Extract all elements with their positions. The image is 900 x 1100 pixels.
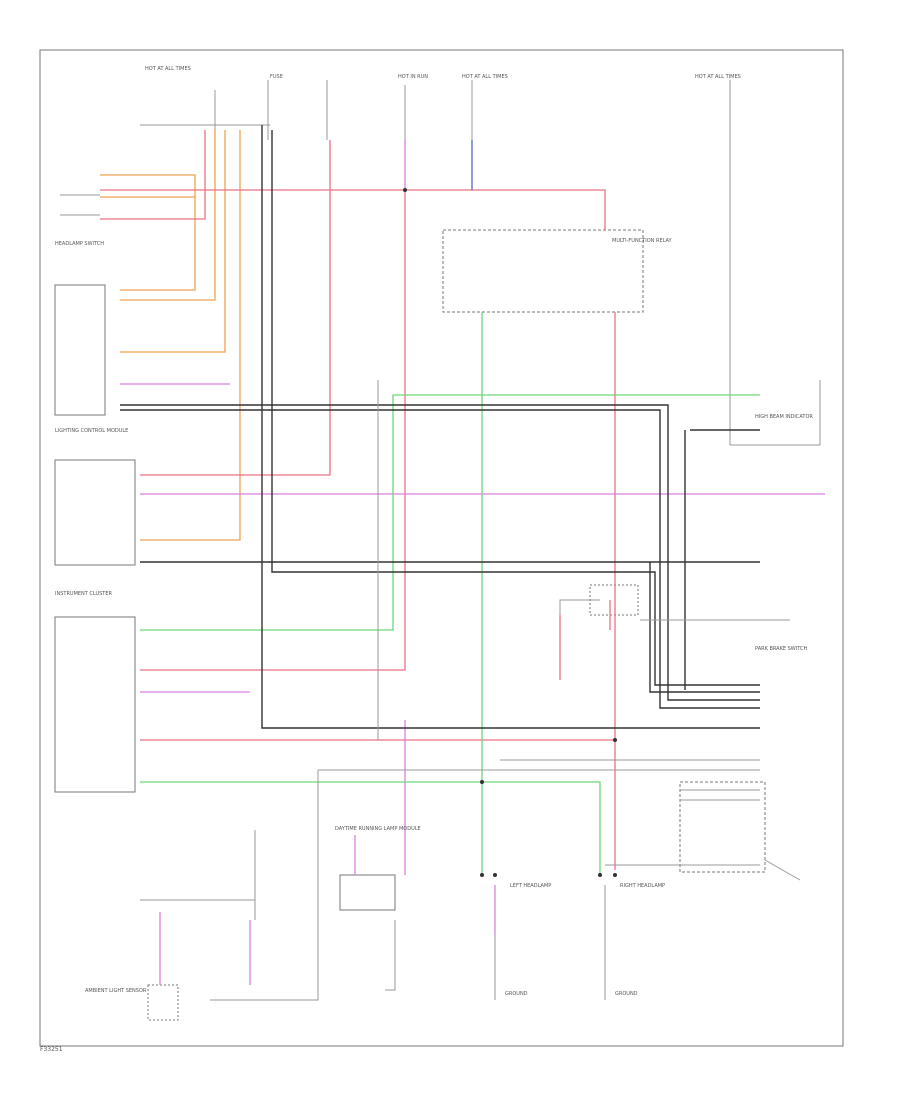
label-fuse-col1: FUSE [270,74,283,80]
headlamp-switch-box [54,284,106,416]
ambient-sensor-box [147,984,179,1021]
label-ambient-light-sensor: AMBIENT LIGHT SENSOR [85,988,147,994]
black-wires [120,125,760,729]
diagram-border [39,49,844,1047]
right-side-box [679,781,766,873]
component-boxes [54,229,766,1021]
label-hot-at-all-times-3: HOT AT ALL TIMES [695,74,741,80]
instrument-cluster-box [54,616,136,793]
label-hot-at-all-times-1: HOT AT ALL TIMES [145,66,191,72]
label-ground-right: GROUND [615,991,638,997]
label-lighting-control-module: LIGHTING CONTROL MODULE [55,428,128,434]
connector-dots [403,188,617,877]
green-wires [140,312,760,875]
multi-function-relay-box [442,229,644,313]
orange-wires [100,130,241,541]
label-high-beam-indicator: HIGH BEAM INDICATOR [755,414,813,420]
pink-wires [100,130,616,870]
label-drl-module: DAYTIME RUNNING LAMP MODULE [335,826,421,832]
figure-number: F33251 [40,1046,63,1053]
label-left-headlamp: LEFT HEADLAMP [510,883,551,889]
label-ground-left: GROUND [505,991,528,997]
label-multi-function-relay: MULTI-FUNCTION RELAY [612,238,673,244]
gray-wires [140,380,801,1001]
label-hot-at-all-times-2: HOT AT ALL TIMES [462,74,508,80]
lighting-module-box [54,459,136,566]
label-headlamp-switch: HEADLAMP SWITCH [55,241,104,247]
top-power-feeds [60,80,821,446]
label-park-brake-switch: PARK BRAKE SWITCH [755,646,807,652]
label-hot-in-run: HOT IN RUN [398,74,428,80]
label-instrument-cluster: INSTRUMENT CLUSTER [55,591,113,597]
label-right-headlamp: RIGHT HEADLAMP [620,883,665,889]
drl-module-box [339,874,396,911]
